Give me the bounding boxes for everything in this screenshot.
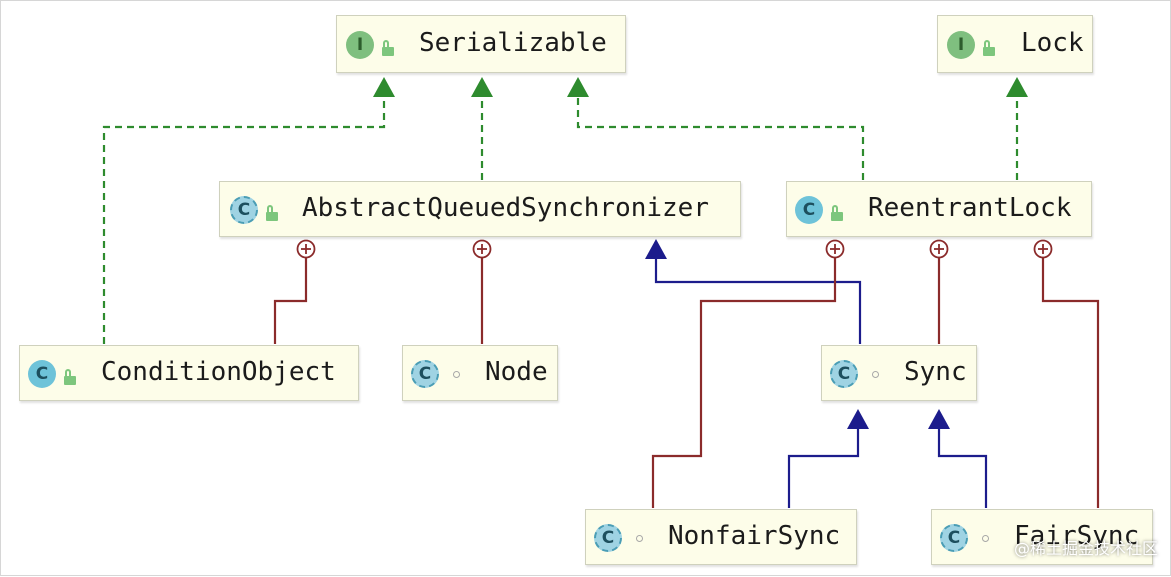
node-label: AbstractQueuedSynchronizer	[302, 193, 709, 223]
package-private-icon	[636, 535, 643, 542]
arrow-implements-lock	[1006, 77, 1028, 97]
edge-nonfairsync-inner-reentrantlock	[651, 257, 837, 508]
arrow-extends-aqs	[645, 239, 667, 259]
lock-open-icon	[64, 369, 76, 385]
static-class-icon: C	[940, 524, 968, 552]
node-label: FairSync	[1014, 521, 1140, 551]
node-label: ConditionObject	[101, 357, 336, 387]
node-lock[interactable]: I Lock	[937, 15, 1093, 73]
lock-open-icon	[983, 40, 995, 56]
interface-icon: I	[947, 31, 975, 59]
node-nonfairsync[interactable]: C NonfairSync	[585, 509, 857, 565]
arrow-extends-sync-1	[847, 409, 869, 429]
edge-nonfairsync-extends-sync	[787, 429, 860, 508]
arrow-implements-serializable-2	[471, 77, 493, 97]
abstract-static-class-icon: C	[830, 360, 858, 388]
package-private-icon	[982, 535, 989, 542]
lock-open-icon	[382, 40, 394, 56]
node-label: ReentrantLock	[868, 193, 1072, 223]
interface-icon: I	[346, 31, 374, 59]
node-fairsync[interactable]: C FairSync	[931, 509, 1153, 565]
static-class-icon: C	[594, 524, 622, 552]
lock-open-icon	[831, 205, 843, 221]
node-serializable[interactable]: I Serializable	[336, 15, 626, 73]
watermark-credit: @稀土掘金技术社区	[1013, 539, 1158, 558]
edge-conditionobject-inner-aqs	[273, 257, 308, 344]
edge-fairsync-extends-sync	[937, 429, 988, 508]
node-label: Node	[485, 357, 548, 387]
edge-sync-extends-aqs	[654, 259, 862, 344]
edge-reentrantlock-implements-serializable	[576, 96, 865, 180]
lock-open-icon	[266, 205, 278, 221]
static-class-icon: C	[411, 360, 439, 388]
node-node[interactable]: C Node	[402, 345, 558, 401]
edge-fairsync-inner-reentrantlock	[1041, 257, 1100, 508]
class-icon: C	[28, 360, 56, 388]
node-reentrantlock[interactable]: C ReentrantLock	[786, 181, 1092, 237]
node-abstractqueuedsynchronizer[interactable]: C AbstractQueuedSynchronizer	[219, 181, 741, 237]
node-label: NonfairSync	[668, 521, 841, 551]
node-label: Serializable	[419, 28, 607, 58]
node-sync[interactable]: C Sync	[821, 345, 977, 401]
package-private-icon	[453, 371, 460, 378]
node-label: Sync	[904, 357, 967, 387]
class-icon: C	[795, 196, 823, 224]
arrow-implements-serializable-3	[567, 77, 589, 97]
node-label: Lock	[1021, 28, 1084, 58]
abstract-class-icon: C	[230, 196, 258, 224]
package-private-icon	[872, 371, 879, 378]
arrow-extends-sync-2	[928, 409, 950, 429]
node-conditionobject[interactable]: C ConditionObject	[19, 345, 359, 401]
arrow-implements-serializable-1	[373, 77, 395, 97]
edge-conditionobject-implements-serializable	[102, 96, 386, 344]
